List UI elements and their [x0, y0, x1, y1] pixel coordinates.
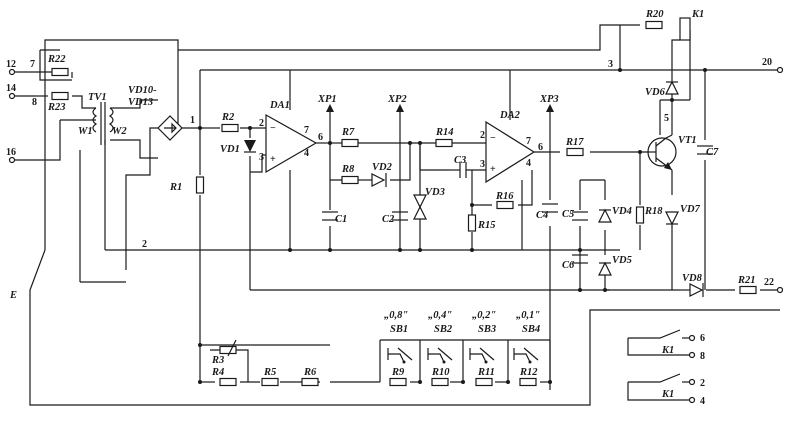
label-vd1: VD1	[220, 144, 240, 155]
label-r2: R2	[221, 112, 235, 123]
label-r8: R8	[341, 164, 355, 175]
label-r21: R21	[737, 275, 756, 286]
label-vd4: VD4	[612, 206, 632, 217]
da1-pin-3: 3	[259, 152, 264, 163]
sb2-button-symbol	[427, 347, 453, 364]
terminal-22: 22	[764, 277, 774, 288]
label-vd7: VD7	[680, 204, 701, 215]
label-c3: C3	[454, 155, 466, 166]
label-sb4: SB4	[522, 324, 540, 335]
label-da2: DA2	[499, 110, 521, 121]
label-sb2-setting: „0,4"	[428, 310, 452, 321]
da1-plus: +	[270, 154, 276, 165]
k1-terminal-8: 8	[700, 351, 705, 362]
label-r12: R12	[519, 367, 538, 378]
label-r22: R22	[47, 54, 66, 65]
da1-pin-7: 7	[304, 125, 309, 136]
label-r15: R15	[477, 220, 496, 231]
label-sb4-setting: „0,1"	[516, 310, 540, 321]
label-sb3-setting: „0,2"	[472, 310, 496, 321]
da2-pin-7: 7	[526, 136, 531, 147]
da1-pin-6: 6	[318, 132, 323, 143]
label-k1-contact-b: K1	[661, 389, 674, 400]
label-e: E	[9, 290, 17, 301]
label-vd3: VD3	[425, 187, 445, 198]
component-symbols	[8, 17, 784, 404]
label-vd2: VD2	[372, 162, 393, 173]
label-r4: R4	[211, 367, 224, 378]
label-vd13: VD13	[128, 97, 153, 108]
k1-terminal-2: 2	[700, 378, 705, 389]
label-r5: R5	[263, 367, 276, 378]
label-tv1: TV1	[88, 92, 107, 103]
label-c7: C7	[706, 147, 719, 158]
da2-minus: −	[490, 133, 496, 144]
label-r7: R7	[341, 127, 355, 138]
da2-pin-6: 6	[538, 142, 543, 153]
node-5: 5	[664, 113, 669, 124]
label-vd8: VD8	[682, 273, 703, 284]
da1-pin-2: 2	[259, 118, 264, 129]
label-w1: W1	[78, 126, 93, 137]
label-r17: R17	[565, 137, 584, 148]
label-sb2: SB2	[434, 324, 453, 335]
label-c6: C6	[562, 260, 575, 271]
label-r10: R10	[431, 367, 450, 378]
label-sb1: SB1	[390, 324, 408, 335]
label-r1: R1	[169, 182, 182, 193]
label-k1-contact-a: K1	[661, 345, 674, 356]
label-r20: R20	[645, 9, 664, 20]
da1-pin-4: 4	[304, 148, 309, 159]
label-c1: C1	[335, 214, 347, 225]
da1-minus: −	[270, 123, 276, 134]
label-c5: C5	[562, 209, 574, 220]
label-xp3: XP3	[539, 94, 559, 105]
label-r18: R18	[644, 206, 663, 217]
label-r6: R6	[303, 367, 317, 378]
da2-plus: +	[490, 164, 496, 175]
k1-terminal-6: 6	[700, 333, 705, 344]
label-r14: R14	[435, 127, 454, 138]
label-vd5: VD5	[612, 255, 632, 266]
label-vd6: VD6	[645, 87, 666, 98]
label-r3: R3	[211, 355, 224, 366]
label-xp2: XP2	[387, 94, 407, 105]
label-da1: DA1	[269, 100, 290, 111]
node-7: 7	[30, 59, 35, 70]
label-w2: W2	[112, 126, 127, 137]
sb4-button-symbol	[513, 347, 539, 364]
label-r11: R11	[477, 367, 495, 378]
label-xp1: XP1	[317, 94, 337, 105]
label-k1: K1	[691, 9, 704, 20]
da2-pin-2: 2	[480, 130, 485, 141]
terminal-14: 14	[6, 83, 16, 94]
wiring	[12, 24, 780, 406]
node-8: 8	[32, 97, 37, 108]
label-vt1: VT1	[678, 135, 697, 146]
sb1-button-symbol	[387, 347, 413, 364]
terminal-16: 16	[6, 147, 16, 158]
label-r23: R23	[47, 102, 66, 113]
label-sb3: SB3	[478, 324, 496, 335]
label-vd10: VD10-	[128, 85, 157, 96]
da2-pin-4: 4	[526, 158, 531, 169]
labels: 12 14 16 20 22 6 8 2 4 E 1 2 3 5 7 8 2 3…	[6, 9, 774, 407]
label-c4: C4	[536, 210, 548, 221]
terminal-12: 12	[6, 59, 16, 70]
label-r16: R16	[495, 191, 514, 202]
node-2: 2	[142, 239, 147, 250]
node-3: 3	[608, 59, 613, 70]
label-c2: C2	[382, 214, 395, 225]
sb3-button-symbol	[469, 347, 495, 364]
label-r9: R9	[391, 367, 405, 378]
terminal-20: 20	[762, 57, 772, 68]
label-sb1-setting: „0,8"	[384, 310, 408, 321]
node-1: 1	[190, 115, 195, 126]
da2-pin-3: 3	[480, 159, 485, 170]
k1-terminal-4: 4	[700, 396, 705, 407]
